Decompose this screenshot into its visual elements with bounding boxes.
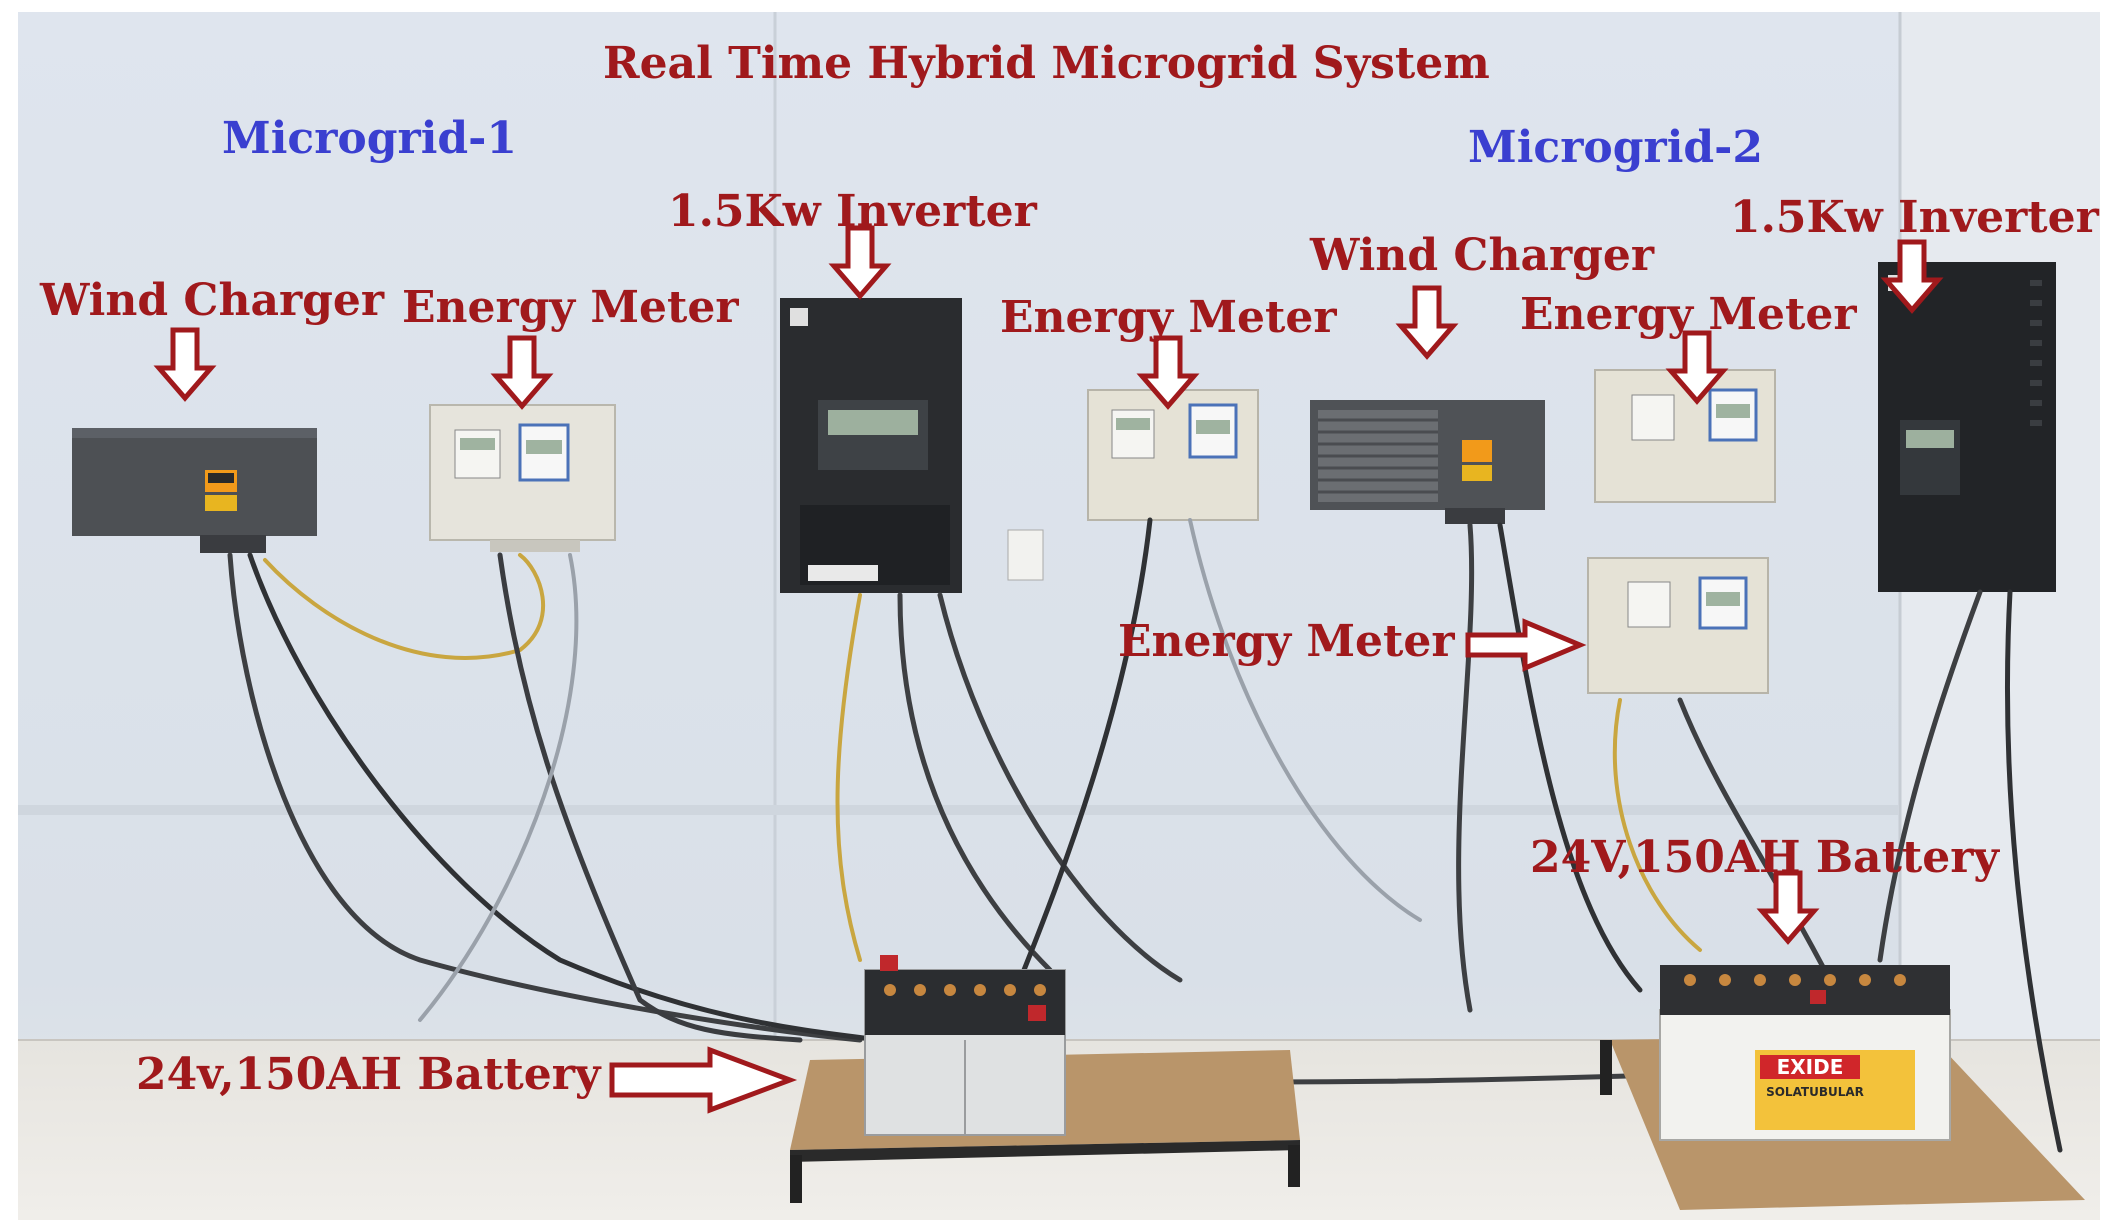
energy-meter-3-label: Energy Meter [1520,289,1857,340]
energy-meter-1-label: Energy Meter [402,282,739,333]
arrow-right-icon [1465,618,1587,672]
energy-meter-4-label: Energy Meter [1118,616,1455,667]
microgrid-2-heading: Microgrid-2 [1468,122,1764,173]
wind-charger-1 [72,428,317,553]
battery-1-label: 24v,150AH Battery [136,1049,601,1100]
inverter-2-label: 1.5Kw Inverter [1730,192,2099,243]
battery-brand-sub: SOLATUBULAR [1766,1085,1864,1099]
wiring [227,517,2063,1153]
inverter-2 [1878,262,2056,592]
battery-brand-name: EXIDE [1777,1055,1844,1079]
arrow-right-icon [609,1046,798,1114]
energy-meter-3 [1594,369,1776,503]
microgrid-1-heading: Microgrid-1 [222,113,518,164]
energy-meter-2 [1087,389,1259,521]
energy-meter-4 [1587,557,1769,694]
battery-2: EXIDE SOLATUBULAR [1659,965,1951,1141]
wind-charger-1-label: Wind Charger [40,275,385,326]
energy-meter-1 [429,404,616,552]
energy-meter-2-label: Energy Meter [1000,292,1337,343]
inverter-1 [780,298,962,593]
wind-charger-2 [1310,400,1545,524]
battery-2-label: 24V,150AH Battery [1530,832,1999,883]
wind-charger-2-label: Wind Charger [1310,230,1655,281]
page-title: Real Time Hybrid Microgrid System [603,38,1490,89]
inverter-1-label: 1.5Kw Inverter [668,186,1037,237]
battery-1 [864,955,1066,1136]
